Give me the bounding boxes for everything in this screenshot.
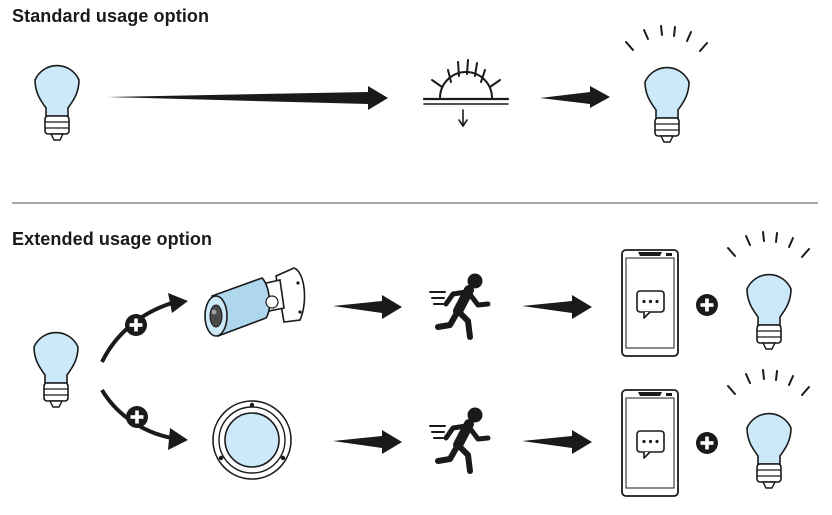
arrow-right-icon <box>333 295 402 319</box>
outdoor-camera-icon <box>204 267 306 338</box>
arrow-right-icon <box>540 86 610 108</box>
running-person-icon <box>430 274 488 338</box>
light-bulb-on-icon <box>625 25 708 143</box>
light-bulb-icon <box>33 331 79 408</box>
running-person-icon <box>430 408 488 472</box>
plus-icon <box>696 294 718 316</box>
light-bulb-on-icon <box>727 231 810 350</box>
plus-icon <box>126 406 148 428</box>
plus-icon <box>696 432 718 454</box>
plus-icon <box>125 314 147 336</box>
light-bulb-icon <box>34 64 80 141</box>
smartphone-notification-icon <box>621 389 679 497</box>
arrow-right-icon <box>522 295 592 319</box>
extended-usage-heading: Extended usage option <box>12 229 213 249</box>
arrow-right-icon <box>333 430 402 454</box>
standard-usage-heading: Standard usage option <box>12 6 210 26</box>
arrow-right-icon <box>107 86 388 110</box>
sunset-icon <box>422 59 510 128</box>
light-bulb-on-icon <box>727 369 810 489</box>
motion-sensor-icon <box>212 400 292 480</box>
arrow-right-icon <box>522 430 592 454</box>
smartphone-notification-icon <box>621 249 679 357</box>
